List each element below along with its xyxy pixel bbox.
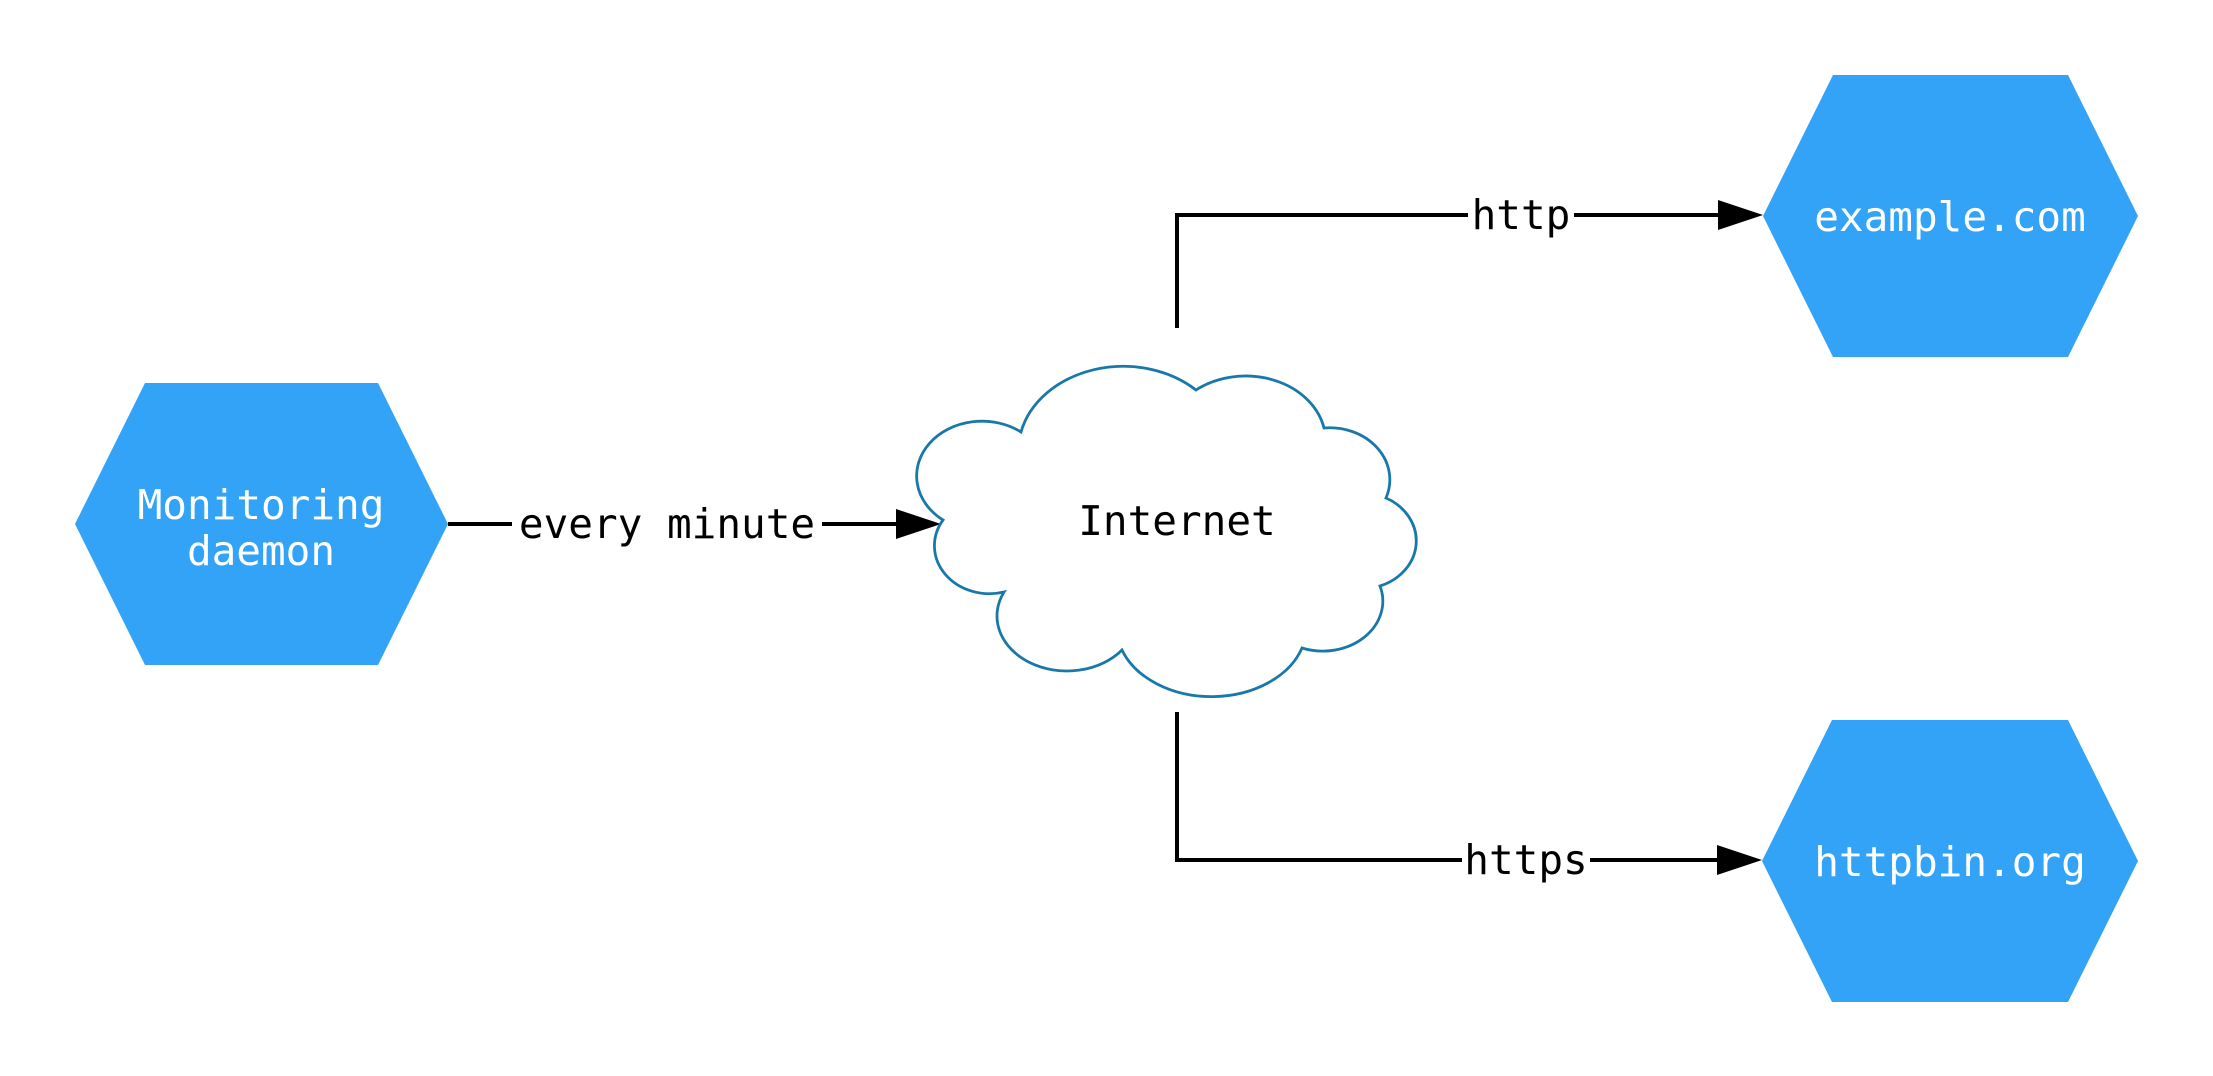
arrowhead-icon [896, 509, 941, 539]
node-label: httpbin.org [1814, 838, 2086, 886]
cloud-shape [915, 364, 1418, 699]
edge-line [1175, 213, 1468, 328]
arrowhead-icon [1717, 845, 1762, 875]
node-label: Internet [1078, 497, 1275, 545]
hexagon-shape [1763, 75, 2138, 357]
node-example-com: example.com [1763, 75, 2138, 357]
edge-http: http [1175, 191, 1763, 328]
edge-every-minute: every minute [448, 500, 941, 548]
edge-label: http [1472, 191, 1571, 239]
node-label: example.com [1814, 193, 2086, 241]
node-monitoring-daemon: Monitoring daemon [75, 383, 448, 665]
node-internet-cloud: Internet [915, 364, 1418, 699]
node-httpbin-org: httpbin.org [1762, 720, 2138, 1002]
arrowhead-icon [1718, 200, 1763, 230]
edge-https: https [1175, 712, 1762, 884]
edge-line [1175, 712, 1462, 862]
hexagon-shape [1762, 720, 2138, 1002]
edge-label: every minute [519, 500, 815, 548]
node-label: daemon [187, 527, 335, 575]
hexagon-shape [75, 383, 448, 665]
edge-label: https [1464, 836, 1587, 884]
node-label: Monitoring [138, 481, 385, 529]
